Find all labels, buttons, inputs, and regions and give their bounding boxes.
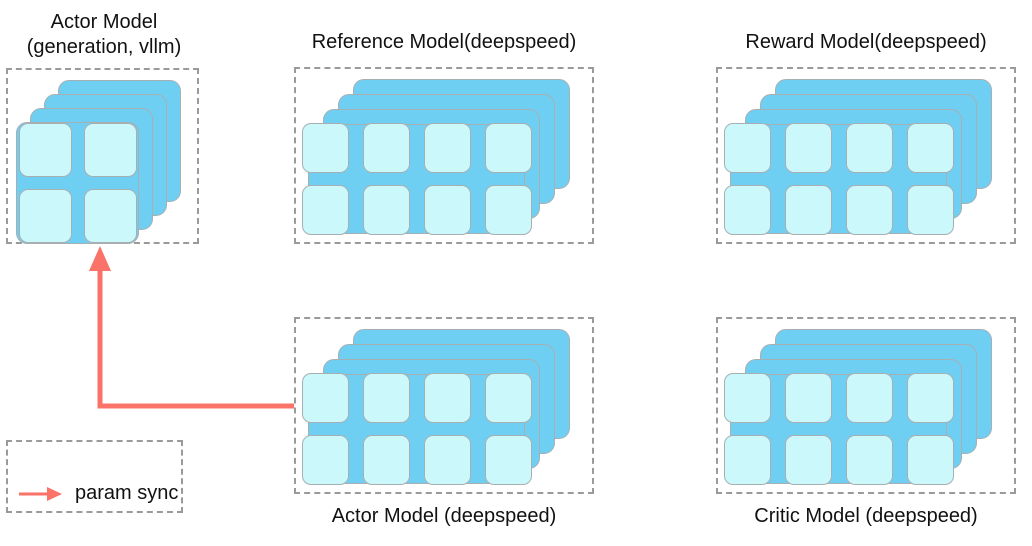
card-cell — [83, 189, 137, 243]
card-cell — [423, 185, 471, 235]
group-label-actor-vllm-line2: (generation, vllm) — [26, 36, 182, 58]
card-cell — [906, 435, 954, 485]
card-cell — [423, 123, 471, 173]
card-cell — [83, 123, 137, 177]
card-cell — [484, 435, 532, 485]
group-label-actor-vllm-line1: Actor Model — [50, 11, 158, 33]
card-layer-1-front — [301, 123, 532, 235]
card-cell — [362, 435, 410, 485]
card-cell — [906, 123, 954, 173]
dashed-container-critic-model — [716, 317, 1016, 494]
card-cell — [484, 373, 532, 423]
group-label-reference-model: Reference Model(deepspeed) — [311, 31, 577, 53]
card-cell — [723, 373, 771, 423]
card-cell — [845, 123, 893, 173]
card-layer-1-front — [723, 123, 954, 235]
group-label-actor-deepspeed: Actor Model (deepspeed) — [331, 505, 557, 527]
legend-dashed-box — [6, 440, 183, 513]
card-cell — [423, 435, 471, 485]
card-layer-1-front — [301, 373, 532, 485]
card-cell — [784, 435, 832, 485]
card-cell — [362, 373, 410, 423]
card-cell — [906, 185, 954, 235]
card-cell — [784, 123, 832, 173]
dashed-container-actor-deepspeed — [294, 317, 594, 494]
card-cell — [301, 435, 349, 485]
param-sync-arrowhead — [89, 246, 111, 271]
param-sync-legend-arrow-icon — [19, 486, 62, 501]
card-cell — [362, 185, 410, 235]
card-cell — [906, 373, 954, 423]
group-label-actor-vllm: Actor Model (generation, vllm) — [0, 10, 208, 60]
card-layer-1-front — [723, 373, 954, 485]
card-layer-1-front — [16, 122, 139, 244]
group-label-critic-model: Critic Model (deepspeed) — [754, 505, 978, 527]
card-cell — [362, 123, 410, 173]
dashed-container-reference-model — [294, 67, 594, 244]
card-cell — [784, 373, 832, 423]
group-label-reward-model: Reward Model(deepspeed) — [745, 31, 987, 53]
card-stack-critic-model — [716, 317, 1016, 494]
dashed-container-reward-model — [716, 67, 1016, 244]
param-sync-arrow-path — [97, 268, 294, 409]
legend-entry-param-sync: param sync — [17, 482, 178, 505]
card-cell — [845, 373, 893, 423]
card-cell — [484, 185, 532, 235]
card-cell — [845, 185, 893, 235]
card-cell — [484, 123, 532, 173]
card-cell — [301, 185, 349, 235]
card-cell — [18, 189, 72, 243]
card-cell — [18, 123, 72, 177]
card-cell — [301, 373, 349, 423]
card-cell — [301, 123, 349, 173]
card-cell — [423, 373, 471, 423]
card-stack-reference-model — [294, 67, 594, 244]
card-cell — [723, 185, 771, 235]
legend-label-param-sync: param sync — [75, 482, 179, 504]
card-cell — [723, 123, 771, 173]
card-cell — [845, 435, 893, 485]
card-stack-reward-model — [716, 67, 1016, 244]
card-cell — [723, 435, 771, 485]
card-stack-actor-vllm — [6, 68, 199, 244]
card-stack-actor-deepspeed — [294, 317, 594, 494]
card-cell — [784, 185, 832, 235]
